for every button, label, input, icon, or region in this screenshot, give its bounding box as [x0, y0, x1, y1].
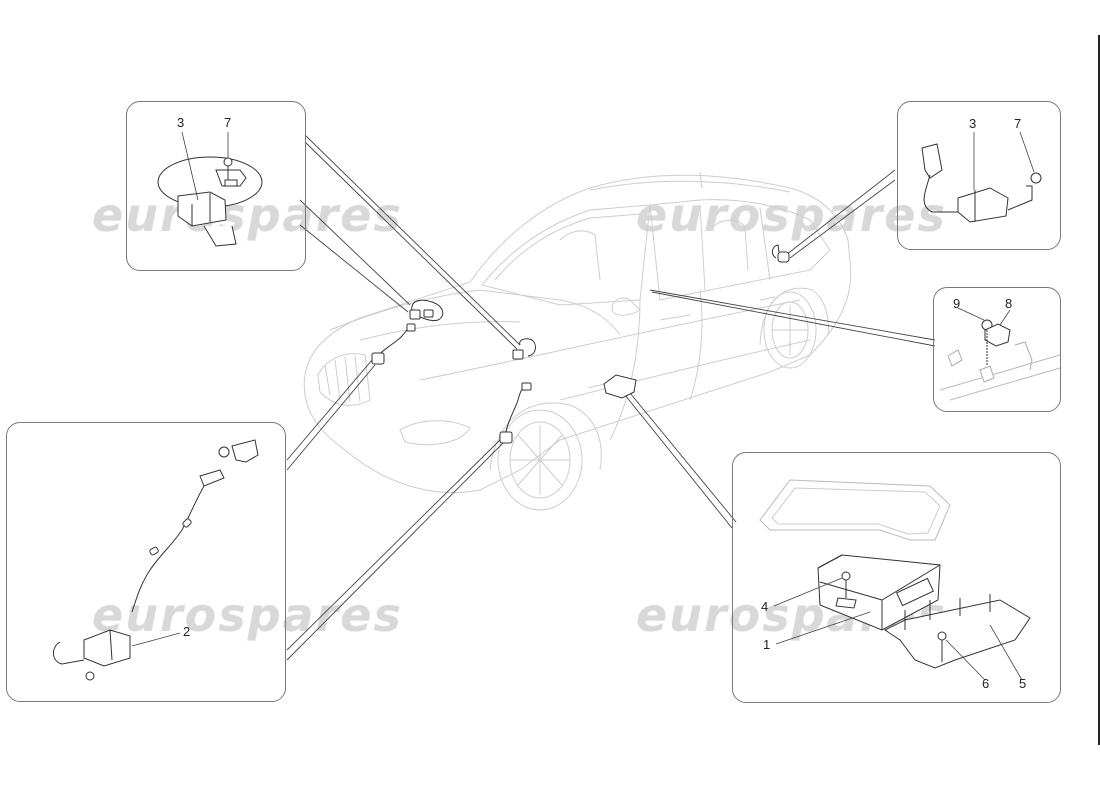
detail-panel-top-left — [126, 101, 306, 271]
callout-5: 5 — [1019, 676, 1027, 691]
callout-4: 4 — [761, 599, 769, 614]
callout-6: 6 — [982, 676, 990, 691]
callout-7: 7 — [224, 115, 232, 130]
callout-3: 3 — [969, 116, 977, 131]
callout-1: 1 — [763, 637, 771, 652]
detail-panel-bottom-left — [6, 422, 286, 702]
callout-3: 3 — [177, 115, 185, 130]
detail-panel-bottom-right — [732, 452, 1061, 703]
callout-9: 9 — [953, 296, 961, 311]
callout-2: 2 — [183, 624, 191, 639]
page-edge-rule — [1098, 35, 1100, 745]
callout-7: 7 — [1014, 116, 1022, 131]
detail-panel-mid-right — [933, 287, 1061, 412]
callout-8: 8 — [1005, 296, 1013, 311]
detail-panel-top-right — [897, 101, 1061, 250]
